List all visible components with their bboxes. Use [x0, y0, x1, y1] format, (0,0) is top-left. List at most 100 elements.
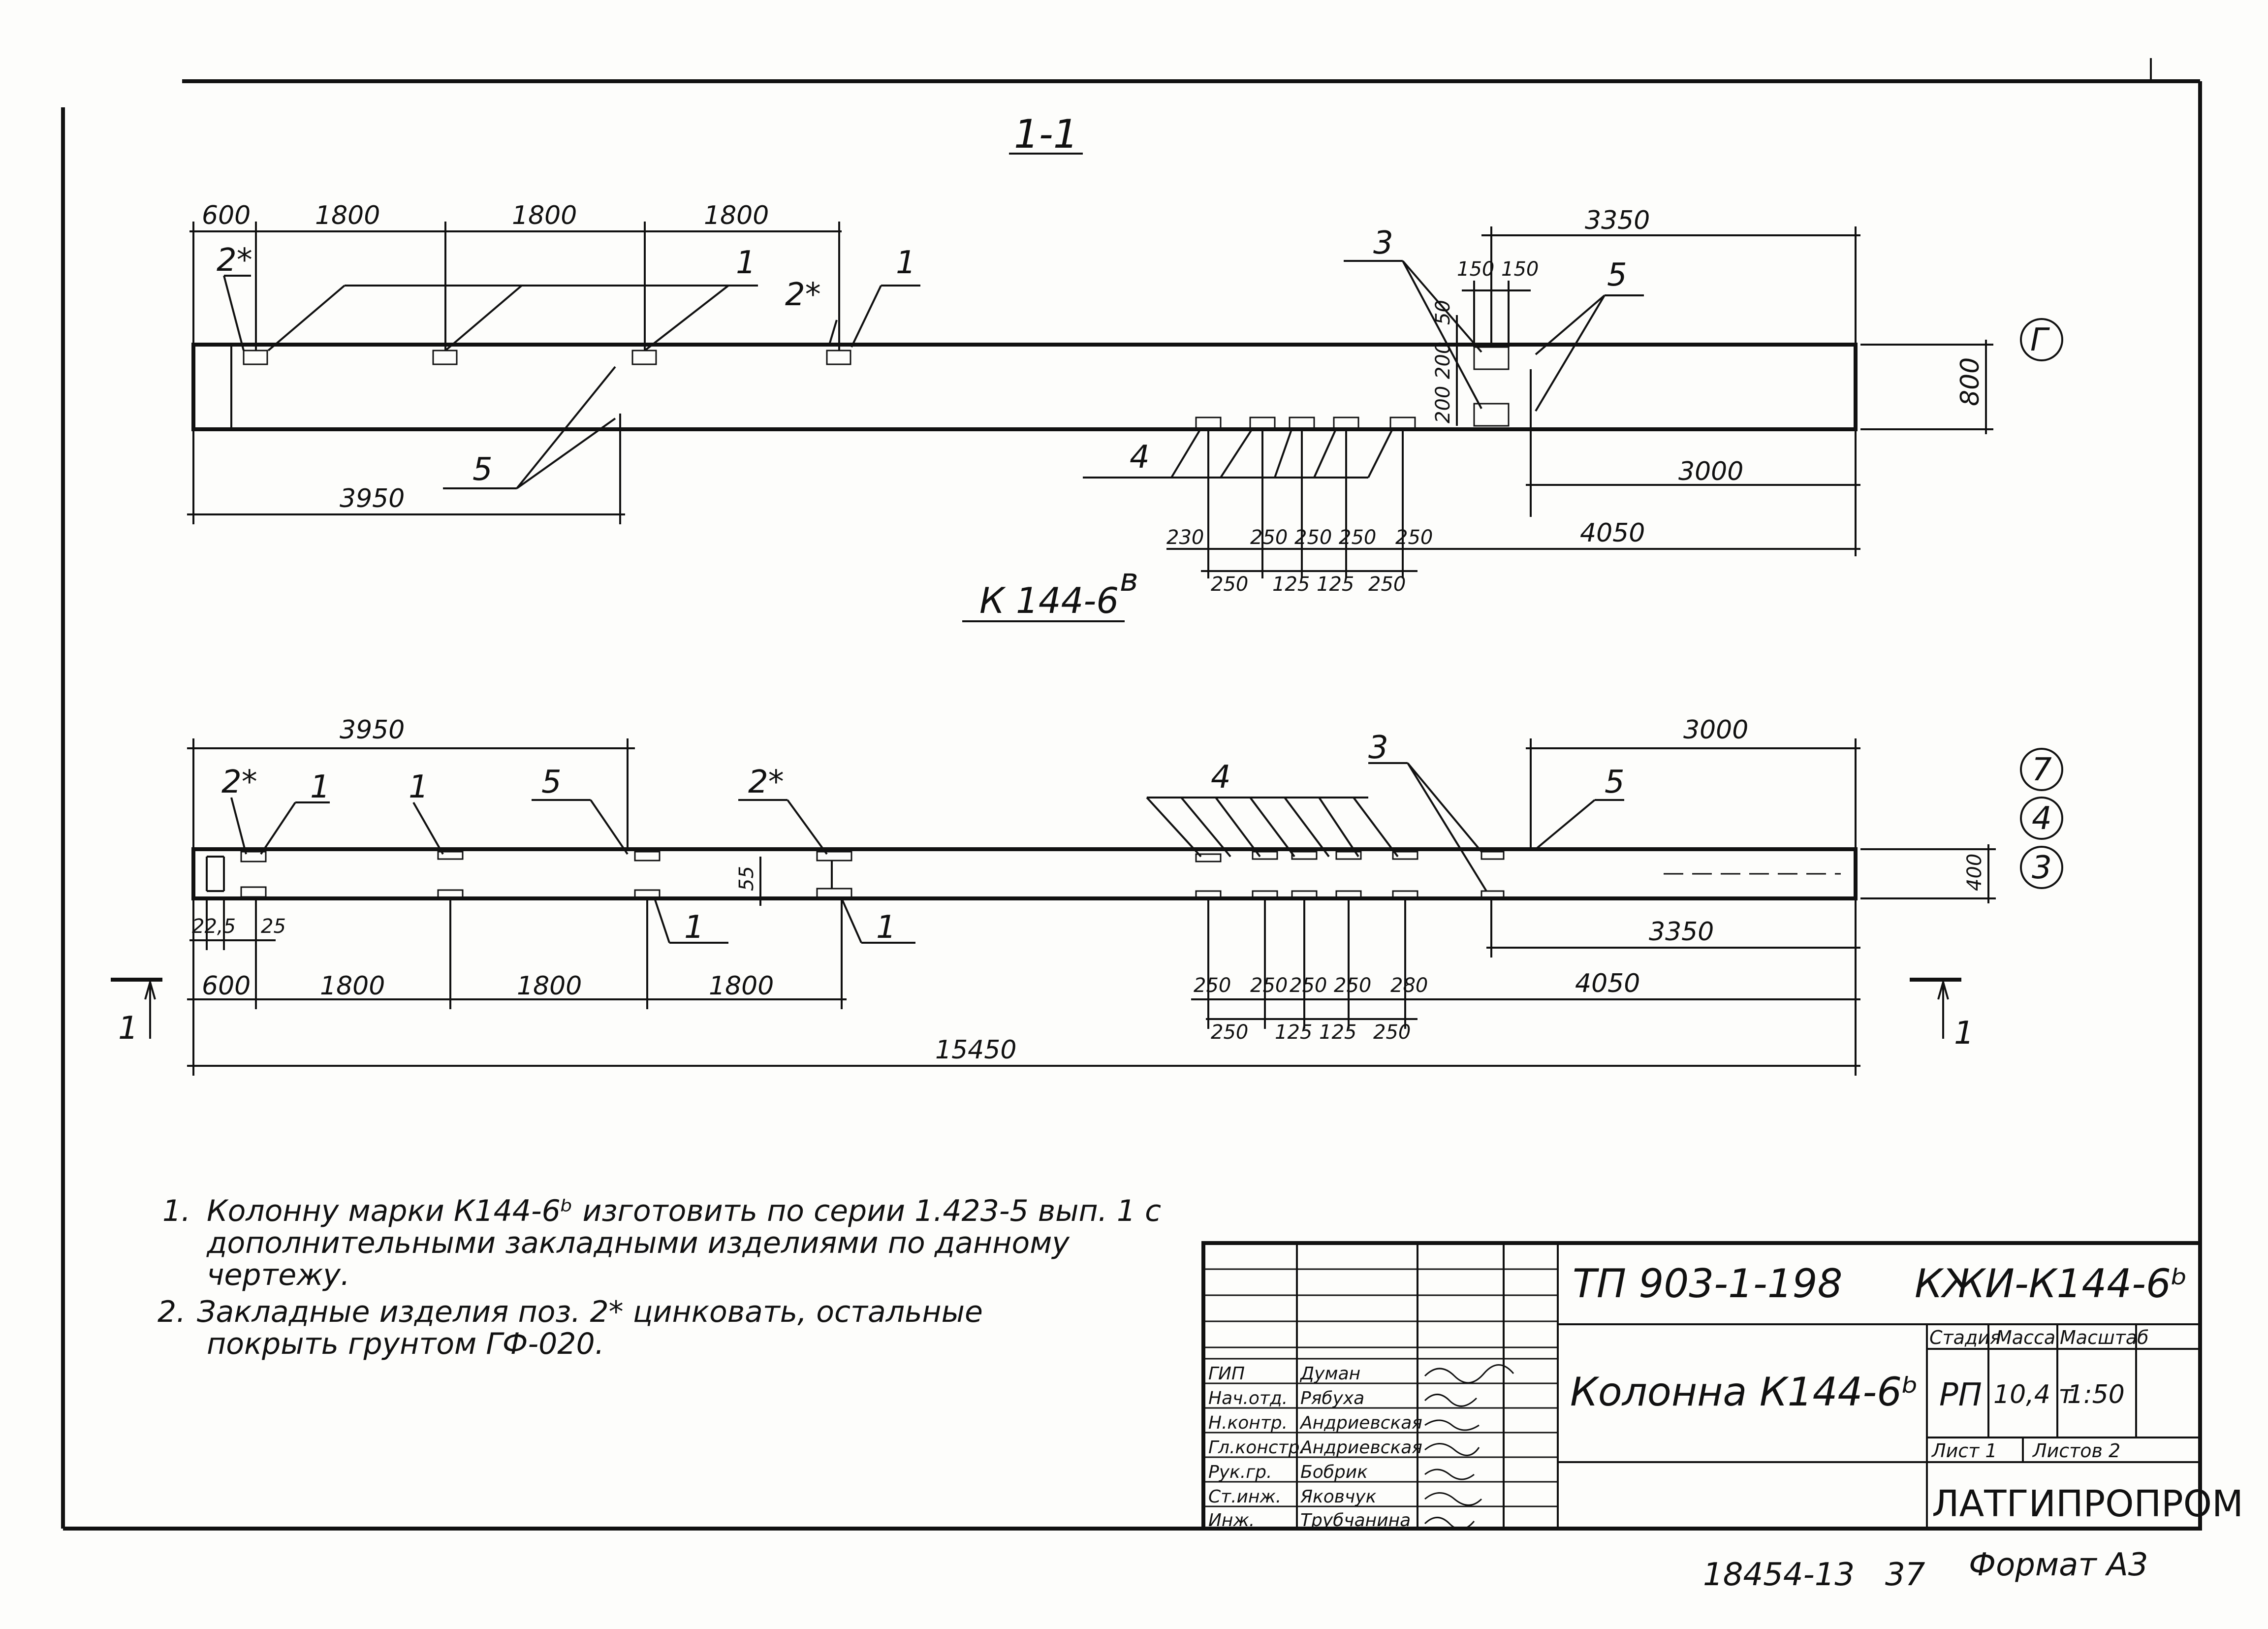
footer-page: 37	[1885, 1557, 1925, 1593]
plan-view: 3950 3000 7 4 3 400 55 22,5 25 600	[111, 715, 2063, 1076]
plan-leader-1-b: 1	[409, 769, 429, 805]
section-mark-left: 1	[111, 978, 162, 1047]
dim-row2-0: 250	[1211, 573, 1248, 596]
column-mark-sup: в	[1120, 562, 1138, 599]
note-1-line-2: дополнительными закладными изделиями по …	[206, 1226, 1070, 1260]
dim-150-b: 150	[1501, 258, 1539, 281]
plan-dim-bottom-2: 1800	[517, 971, 582, 1001]
tb-role-0: ГИП	[1208, 1364, 1245, 1384]
tb-header-stage: Стадия	[1929, 1327, 2001, 1348]
leader-2star-b: 2*	[785, 277, 821, 313]
footer: 18454-13 37 Формат А3	[1703, 1547, 2148, 1593]
tb-signatures	[1424, 1364, 1514, 1530]
tb-code: КЖИ-К144-6ᵇ	[1915, 1261, 2188, 1307]
tb-sheet: Лист 1	[1931, 1440, 1997, 1462]
dim-3950-top: 3950	[340, 484, 405, 513]
axis-marker-4	[2020, 797, 2063, 840]
plan-dim-3350: 3350	[1649, 917, 1714, 947]
tb-org-logo: ЛАТГИПРОПРОМ	[1932, 1483, 2243, 1525]
note-2-num: 2.	[158, 1295, 186, 1329]
tb-person-4: Бобрик	[1300, 1462, 1368, 1482]
plan-leader-4: 4	[1211, 759, 1231, 796]
dim-row1-3: 250	[1339, 526, 1376, 549]
axis-g-label: Г	[2030, 322, 2050, 358]
plan-row1-2: 250	[1290, 974, 1327, 997]
plan-leader-1-c: 1	[684, 909, 704, 946]
plan-dim-400: 400	[1963, 854, 1986, 891]
leader-5-left: 5	[472, 451, 493, 488]
dim-row2-1: 125	[1272, 573, 1310, 596]
tb-person-0: Думан	[1299, 1364, 1360, 1384]
plan-row1-4: 280	[1390, 974, 1428, 997]
plan-row1-0: 250	[1194, 974, 1231, 997]
tb-sheets: Листов 2	[2032, 1440, 2120, 1462]
tb-header-scale: Масштаб	[2060, 1327, 2149, 1348]
dim-row1-4: 250	[1395, 526, 1433, 549]
section-mark-left-label: 1	[118, 1010, 138, 1047]
plan-dim-55: 55	[735, 866, 758, 891]
tb-role-2: Н.контр.	[1208, 1413, 1288, 1433]
column-elevation	[191, 343, 1858, 431]
plan-row2-3: 250	[1373, 1021, 1411, 1044]
dim-v-200b: 200	[1432, 386, 1454, 423]
note-2-line-2: покрыть грунтом ГФ-020.	[207, 1327, 604, 1361]
tb-person-5: Яковчук	[1300, 1487, 1377, 1507]
leader-2star-a: 2*	[217, 242, 252, 279]
plan-dim-total: 15450	[935, 1035, 1016, 1065]
plan-leader-1-a: 1	[310, 769, 330, 805]
plan-row2-2: 125	[1319, 1021, 1356, 1044]
dim-top-1: 1800	[315, 201, 380, 230]
leader-1-a: 1	[736, 245, 756, 281]
plan-leader-3: 3	[1368, 730, 1388, 766]
leader-4-top: 4	[1130, 439, 1150, 476]
tb-scale: 1:50	[2067, 1380, 2125, 1409]
dim-150-a: 150	[1457, 258, 1494, 281]
leaders-plan: 2* 1 1 5 2* 4 3 5	[221, 730, 1625, 946]
plan-dim-bottom-3: 1800	[709, 971, 774, 1001]
footer-format: Формат А3	[1969, 1547, 2148, 1583]
plan-row2-1: 125	[1275, 1021, 1312, 1044]
note-1-line-1: Колонну марки К144-6ᵇ изготовить по сери…	[207, 1194, 1161, 1228]
footer-stamp: 18454-13	[1703, 1557, 1855, 1593]
note-1-line-3: чертежу.	[207, 1258, 350, 1292]
section-mark-right-label: 1	[1954, 1015, 1974, 1052]
column-plan	[191, 847, 1858, 900]
tb-person-1: Рябуха	[1300, 1388, 1364, 1408]
plan-row2-0: 250	[1211, 1021, 1248, 1044]
dim-3350: 3350	[1585, 206, 1650, 235]
dim-row1-1: 250	[1250, 526, 1288, 549]
plan-dim-bottom-1: 1800	[320, 971, 385, 1001]
dim-800: 800	[1955, 357, 1985, 406]
axis-marker-7	[2020, 748, 2063, 791]
axis-7-label: 7	[2032, 752, 2052, 788]
dim-4050-top: 4050	[1580, 518, 1645, 548]
tb-person-2: Андриевская	[1299, 1413, 1422, 1433]
leaders-top: 2* 1 2* 1 3 5 5	[217, 225, 1644, 489]
dim-row2-2: 125	[1317, 573, 1354, 596]
dim-v-200a: 200	[1432, 342, 1454, 379]
dim-row1-2: 250	[1294, 526, 1332, 549]
plan-dim-25: 25	[261, 915, 286, 938]
tb-stage: РП	[1939, 1377, 1982, 1413]
axis-marker-3	[2020, 846, 2063, 889]
note-2-line-1: Закладные изделия поз. 2* цинковать, ост…	[197, 1295, 983, 1329]
tb-role-4: Рук.гр.	[1208, 1462, 1272, 1482]
notes: 1. Колонну марки К144-6ᵇ изготовить по с…	[158, 1194, 1161, 1361]
tb-role-6: Инж.	[1208, 1510, 1255, 1531]
tb-role-5: Ст.инж.	[1208, 1487, 1281, 1507]
plan-dim-3950: 3950	[340, 715, 405, 745]
plan-row1-3: 250	[1334, 974, 1371, 997]
tb-name: Колонна К144-6ᵇ	[1570, 1369, 1919, 1415]
tb-role-1: Нач.отд.	[1208, 1388, 1288, 1408]
axis-4-label: 4	[2032, 800, 2052, 837]
leader-5-right: 5	[1607, 257, 1627, 293]
note-1-num: 1.	[162, 1194, 190, 1228]
dim-row2-3: 250	[1368, 573, 1406, 596]
plan-dim-22-5: 22,5	[192, 915, 236, 938]
tb-person-6: Трубчанина	[1300, 1510, 1411, 1531]
tb-person-3: Андриевская	[1299, 1437, 1422, 1458]
tb-mass: 10,4 т	[1993, 1380, 2074, 1409]
column-mark-base: К 144-6	[979, 580, 1119, 621]
plan-dim-3000: 3000	[1683, 715, 1748, 745]
